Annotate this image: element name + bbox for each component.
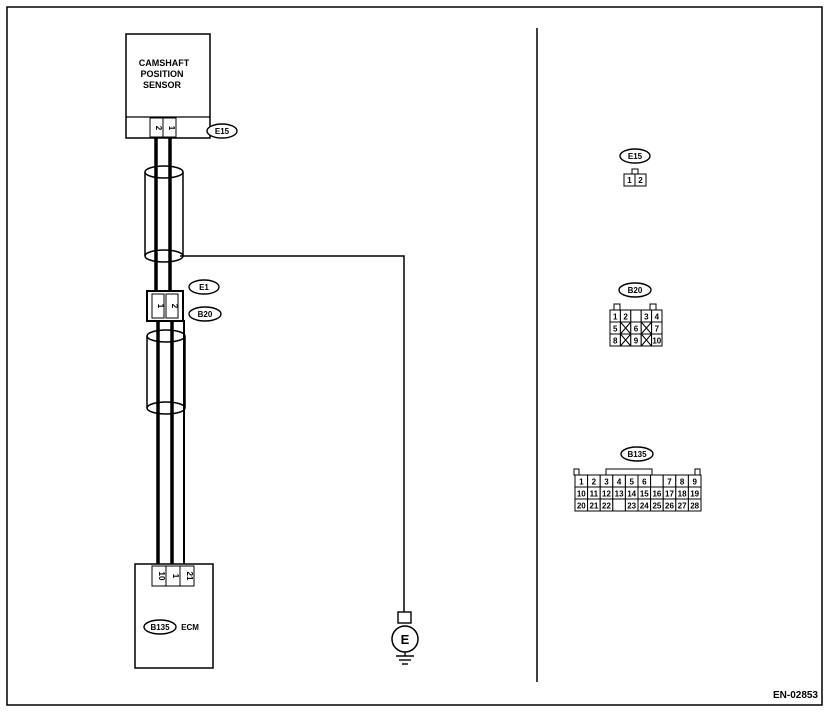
b135-pin-5: 5 <box>629 478 634 487</box>
b135-pin-28: 28 <box>690 502 699 511</box>
b20-blank-pin-mark <box>640 321 652 335</box>
b135-pin-24: 24 <box>640 502 649 511</box>
sensor-pin-1: 1 <box>167 126 176 131</box>
b20-pin-4: 4 <box>655 313 660 322</box>
b135-pin-20: 20 <box>577 502 586 511</box>
b20-pin-9: 9 <box>634 337 639 346</box>
b20-pin-3: 3 <box>644 313 649 322</box>
ecm-pin-21: 21 <box>185 572 194 581</box>
b135-pin-27: 27 <box>678 502 687 511</box>
b20-cell <box>651 333 663 347</box>
b135-pin-14: 14 <box>627 490 636 499</box>
ground-label: E <box>401 632 410 647</box>
svg-text:E15: E15 <box>628 152 643 161</box>
sensor-pin-2: 2 <box>154 126 163 131</box>
b135-pin-9: 9 <box>692 478 697 487</box>
b20-blank-pin-mark <box>620 333 632 347</box>
b135-pin-8: 8 <box>680 478 685 487</box>
b20-pin-1: 1 <box>613 313 618 322</box>
connector-label-e15: E15 <box>206 123 238 139</box>
b135-pin-26: 26 <box>665 502 674 511</box>
b135-pin-6: 6 <box>642 478 647 487</box>
b20-pin-10: 10 <box>652 337 661 346</box>
b135-pin-22: 22 <box>602 502 611 511</box>
sensor-title-line-1: CAMSHAFT <box>139 58 190 68</box>
b135-pin-4: 4 <box>617 478 622 487</box>
b135-pin-25: 25 <box>652 502 661 511</box>
b135-pin-23: 23 <box>627 502 636 511</box>
b135-pin-7: 7 <box>667 478 672 487</box>
connector-label-b20: B20 <box>188 306 222 322</box>
connector-label-e1: E1 <box>188 279 220 295</box>
b135-pin-15: 15 <box>640 490 649 499</box>
b135-pin-18: 18 <box>678 490 687 499</box>
b135-cell <box>650 474 664 488</box>
b135-pin-16: 16 <box>652 490 661 499</box>
shield-upper <box>144 165 184 263</box>
b20-pin-7: 7 <box>655 325 660 334</box>
ecm-pin-1: 1 <box>171 574 180 579</box>
junction-pin-2: 2 <box>170 304 179 309</box>
svg-text:B20: B20 <box>198 310 213 319</box>
ecm-label: ECM <box>181 623 199 632</box>
svg-text:B20: B20 <box>628 286 643 295</box>
ground-symbol: E <box>391 611 419 665</box>
ecm-box: 10 1 21 B135 ECM <box>134 563 214 669</box>
camshaft-position-sensor: CAMSHAFT POSITION SENSOR 2 1 <box>125 33 211 139</box>
junction-pin-1: 1 <box>156 304 165 309</box>
b20-cell <box>630 309 642 323</box>
figure-code: EN-02853 <box>773 690 818 701</box>
b135-pin-21: 21 <box>589 502 598 511</box>
b135-pin-3: 3 <box>604 478 609 487</box>
b20-pin-2: 2 <box>623 313 628 322</box>
b20-pin-8: 8 <box>613 337 618 346</box>
b20-pin-5: 5 <box>613 325 618 334</box>
ecm-connector-label: B135 <box>150 623 170 632</box>
svg-text:1: 1 <box>627 176 632 185</box>
b135-pin-19: 19 <box>690 490 699 499</box>
wire-harness <box>154 137 405 613</box>
diagram-frame <box>6 6 823 706</box>
svg-text:2: 2 <box>638 176 643 185</box>
b135-pin-1: 1 <box>579 478 584 487</box>
b20-pin-6: 6 <box>634 325 639 334</box>
svg-text:B135: B135 <box>627 450 647 459</box>
shield-lower <box>146 329 186 415</box>
b135-pin-13: 13 <box>615 490 624 499</box>
junction-connector: 1 2 <box>146 290 184 322</box>
svg-text:E15: E15 <box>215 127 230 136</box>
b20-blank-pin-mark <box>640 333 652 347</box>
ecm-pin-10: 10 <box>157 572 166 581</box>
b135-pin-10: 10 <box>577 490 586 499</box>
sensor-title-line-2: POSITION <box>140 69 183 79</box>
connector-view-e15: E15 1 2 <box>619 148 651 187</box>
b135-pin-12: 12 <box>602 490 611 499</box>
svg-text:E1: E1 <box>199 283 209 292</box>
sensor-title-line-3: SENSOR <box>143 80 182 90</box>
b20-blank-pin-mark <box>620 321 632 335</box>
b135-pin-2: 2 <box>592 478 597 487</box>
b135-cell <box>687 498 702 512</box>
b135-pin-17: 17 <box>665 490 674 499</box>
b135-cell <box>612 498 626 512</box>
b135-pin-11: 11 <box>590 490 599 499</box>
